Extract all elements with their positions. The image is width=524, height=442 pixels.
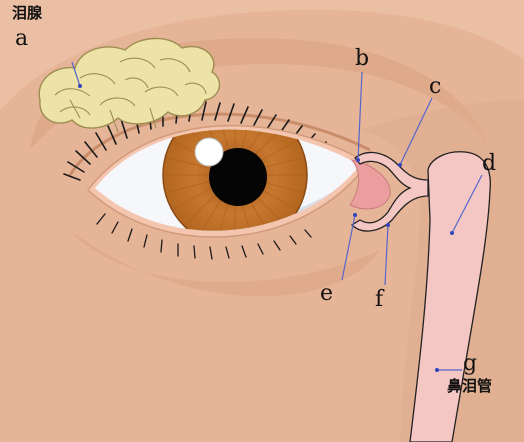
leader-f (384, 224, 389, 286)
leader-g-dot (435, 368, 439, 372)
pupil (209, 148, 267, 206)
forehead-highlight (0, 0, 524, 110)
leader-e-dot (353, 213, 357, 217)
leader-b (357, 71, 363, 161)
lacrimal-gland (38, 37, 221, 133)
leader-f-dot (386, 223, 390, 227)
lacrimal-sac-and-duct (409, 151, 491, 442)
label-d: d (482, 151, 496, 176)
corneal-reflection (194, 137, 224, 167)
caruncle (349, 159, 391, 210)
label-b: b (355, 46, 369, 71)
label-f: f (375, 287, 385, 312)
label-nasolacrimal-duct: 鼻泪管 (447, 377, 492, 395)
leader-c (399, 97, 433, 166)
label-lacrimal-gland: 泪腺 (12, 4, 43, 22)
label-g: g (463, 351, 477, 376)
label-a: a (15, 26, 28, 51)
leader-d (451, 174, 483, 234)
lower-eyelashes (96, 213, 312, 260)
label-e: e (320, 281, 333, 306)
leader-b-dot (356, 158, 360, 162)
leader-lines (71, 61, 483, 372)
iris-group (95, 129, 360, 231)
iris-outline (162, 129, 308, 231)
leader-d-dot (450, 231, 454, 235)
leader-e (341, 214, 356, 281)
leader-c-dot (398, 163, 402, 167)
leader-a-dot (78, 84, 82, 88)
label-c: c (429, 74, 441, 99)
leader-a (71, 61, 81, 87)
lower-lid-shadow (70, 230, 380, 297)
